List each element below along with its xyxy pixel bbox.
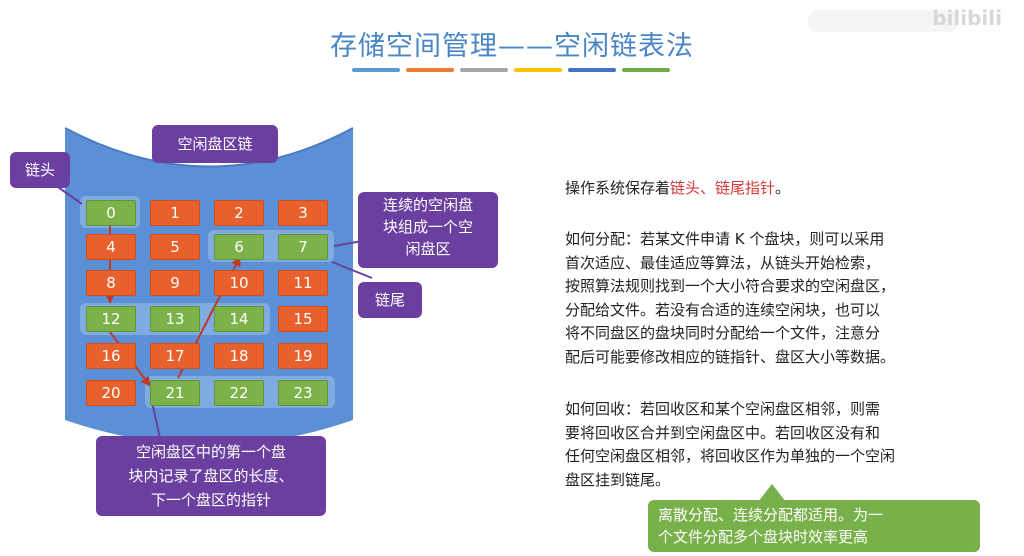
disk-block-23: 23 <box>278 380 328 406</box>
disk-block-20: 20 <box>86 380 136 406</box>
pointer-tail <box>331 261 373 279</box>
callout-first-block: 空闲盘区中的第一个盘 块内记录了盘区的长度、 下一个盘区的指针 <box>96 436 326 516</box>
note-allocation: 如何分配：若某文件申请 K 个盘块，则可以采用 首次适应、最佳适应等算法，从链头… <box>565 228 895 369</box>
callout-first-block-line-3: 下一个盘区的指针 <box>150 491 271 509</box>
green-note-pointer <box>758 484 786 502</box>
note-allocation-line-6: 配后可能要修改相应的链指针、盘区大小等数据。 <box>565 347 896 366</box>
disk-block-21: 21 <box>150 380 200 406</box>
note-pointers-end: 。 <box>775 179 791 197</box>
note-pointers-text: 操作系统保存着 <box>565 179 671 197</box>
title-underline-bar <box>352 68 400 72</box>
disk-block-5: 5 <box>150 234 200 260</box>
note-allocation-line-3: 按照算法规则找到一个大小符合要求的空闲盘区， <box>565 277 896 295</box>
title-underline-bar <box>460 68 508 72</box>
disk-block-12: 12 <box>86 306 136 332</box>
disk-block-9: 9 <box>150 270 200 296</box>
disk-block-7: 7 <box>278 234 328 260</box>
note-recycle-line-2: 要将回收区合并到空闲盘区中。若回收区没有和 <box>565 423 881 442</box>
disk-block-18: 18 <box>214 343 264 369</box>
callout-first-block-line-1: 空闲盘区中的第一个盘 <box>135 443 286 461</box>
title-underline-bar <box>622 68 670 72</box>
disk-block-6: 6 <box>214 234 264 260</box>
disk-block-22: 22 <box>214 380 264 406</box>
disk-block-1: 1 <box>150 200 200 226</box>
title-underline-bar <box>514 68 562 72</box>
disk-block-10: 10 <box>214 270 264 296</box>
disk-block-3: 3 <box>278 200 328 226</box>
green-note-line-2: 个文件分配多个盘块时效率更高 <box>658 528 869 546</box>
note-allocation-line-2: 首次适应、最佳适应等算法，从链头开始检索， <box>565 253 881 272</box>
green-note-line-1: 离散分配、连续分配都适用。为一 <box>658 506 884 524</box>
note-recycle-line-3: 任何空闲盘区相邻，将回收区作为单独的一个空闲 <box>565 447 896 465</box>
disk-block-4: 4 <box>86 234 136 260</box>
watermark-blur <box>808 10 958 32</box>
disk-block-17: 17 <box>150 343 200 369</box>
callout-chain-head: 链头 <box>10 152 70 188</box>
callout-continuous-blocks: 连续的空闲盘 块组成一个空 闲盘区 <box>358 192 498 268</box>
callout-continuous-line-1: 连续的空闲盘 <box>382 196 473 214</box>
note-allocation-line-4: 分配给文件。若没有合适的连续空闲块，也可以 <box>565 300 881 319</box>
callout-first-block-line-2: 块内记录了盘区的长度、 <box>128 467 294 485</box>
callout-continuous-line-2: 块组成一个空 <box>382 218 473 236</box>
disk-block-14: 14 <box>214 306 264 332</box>
disk-block-11: 11 <box>278 270 328 296</box>
disk-block-19: 19 <box>278 343 328 369</box>
title-underline-bar <box>406 68 454 72</box>
note-recycle-line-1: 如何回收：若回收区和某个空闲盘区相邻，则需 <box>565 400 881 418</box>
disk-block-16: 16 <box>86 343 136 369</box>
disk-block-2: 2 <box>214 200 264 226</box>
note-recycle-line-4: 盘区挂到链尾。 <box>565 470 671 489</box>
note-allocation-line-1: 如何分配：若某文件申请 K 个盘块，则可以采用 <box>565 230 885 248</box>
disk-top-rim <box>64 127 354 168</box>
pointer-first-block <box>151 401 161 439</box>
note-pointers-highlight: 链头、链尾指针 <box>670 179 776 197</box>
title-underline-bar <box>568 68 616 72</box>
callout-continuous-line-3: 闲盘区 <box>405 240 451 258</box>
disk-block-15: 15 <box>278 306 328 332</box>
callout-chain-tail: 链尾 <box>358 282 422 318</box>
note-allocation-line-5: 将不同盘区的盘块同时分配给一个文件，注意分 <box>565 324 881 342</box>
green-note: 离散分配、连续分配都适用。为一 个文件分配多个盘块时效率更高 <box>648 500 980 552</box>
disk-block-13: 13 <box>150 306 200 332</box>
page-title: 存储空间管理——空闲链表法 <box>330 31 694 62</box>
note-recycle: 如何回收：若回收区和某个空闲盘区相邻，则需 要将回收区合并到空闲盘区中。若回收区… <box>565 398 895 492</box>
disk-block-0: 0 <box>86 200 136 226</box>
disk-block-8: 8 <box>86 270 136 296</box>
bilibili-watermark: bilibili <box>932 6 1002 30</box>
callout-free-chain: 空闲盘区链 <box>152 125 278 163</box>
note-pointers: 操作系统保存着链头、链尾指针。 <box>565 177 790 201</box>
pointer-head <box>54 184 83 205</box>
